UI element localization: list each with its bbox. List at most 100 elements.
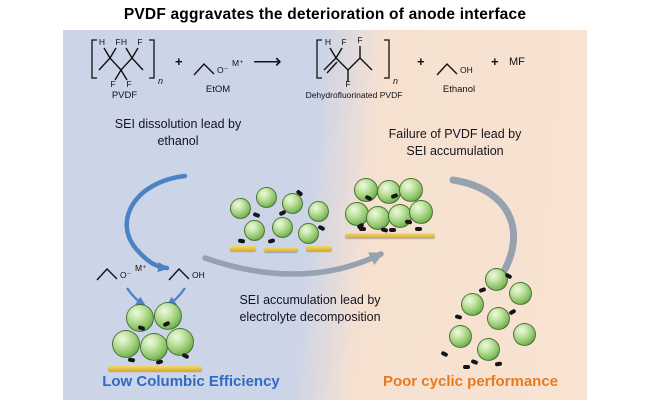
sei-debris: [380, 227, 389, 233]
green-particle: [112, 330, 140, 358]
green-particle: [140, 333, 168, 361]
title-bar: PVDF aggravates the deterioration of ano…: [0, 0, 650, 30]
atom-label: F: [137, 37, 142, 47]
dhf-pvdf-block: H F F F n Dehydrofluorinated PVDF: [295, 32, 413, 100]
etom-label: EtOM: [205, 84, 231, 95]
caption-line: ethanol: [157, 133, 199, 148]
reaction-scheme: H F H F F F n PVDF + O⁻ M⁺ EtOM: [63, 30, 587, 110]
green-particle: [272, 217, 293, 238]
sei-debris: [155, 359, 164, 365]
sei-debris: [470, 358, 479, 366]
gray-right-arrow: [449, 176, 517, 286]
pvdf-structure: H F H F F F n: [91, 37, 163, 88]
green-particle: [399, 178, 423, 202]
etom-structure: O⁻ M⁺: [193, 58, 244, 76]
atom-label: F: [115, 37, 120, 47]
green-particle: [388, 204, 412, 228]
green-particle: [509, 282, 532, 305]
etom-bonds: [193, 62, 215, 76]
substrate: [306, 246, 332, 251]
sei-debris: [127, 357, 136, 363]
green-particle: [449, 325, 472, 348]
particle-cluster-dissolving: [230, 180, 340, 252]
green-particle: [377, 180, 401, 204]
caption-sei-accumulation: SEI accumulation lead by electrolyte dec…: [215, 292, 405, 326]
atom-label: F: [110, 79, 115, 88]
etom-block: O⁻ M⁺ EtOM: [189, 46, 247, 95]
particle-cluster-anode: [108, 294, 204, 376]
sei-debris: [359, 227, 366, 231]
atom-label: F: [341, 37, 346, 47]
sei-debris: [494, 361, 503, 367]
particle-cluster-degraded: [435, 268, 553, 372]
green-particle: [487, 307, 510, 330]
dhf-pvdf-label: Dehydrofluorinated PVDF: [305, 90, 403, 100]
pvdf-block: H F H F F F n PVDF: [77, 32, 172, 101]
sei-debris: [267, 238, 276, 244]
green-particle: [154, 302, 182, 330]
ethanol-bonds: [168, 267, 190, 281]
atom-label: O⁻: [217, 65, 229, 75]
caption-pvdf-failure: Failure of PVDF lead by SEI accumulation: [365, 126, 545, 160]
ethanol-label: Ethanol: [442, 84, 476, 95]
plus-sign: +: [491, 54, 499, 69]
green-particle: [485, 268, 508, 291]
atom-label: F: [357, 35, 362, 45]
dehydrofluorinated-pvdf-structure: H F F F n: [315, 35, 398, 88]
caption-line: SEI dissolution lead by: [114, 117, 242, 131]
poor-cyclic-performance-label: Poor cyclic performance: [382, 373, 559, 390]
sei-debris: [237, 238, 246, 244]
atom-label: M⁺: [135, 263, 147, 273]
sei-debris: [389, 228, 396, 232]
green-particle: [230, 198, 251, 219]
gray-swoosh-arrow: [202, 251, 384, 277]
substrate: [345, 233, 435, 238]
green-particle: [409, 200, 433, 224]
green-particle: [345, 202, 369, 226]
mf-label: MF: [509, 56, 525, 68]
caption-line: SEI accumulation lead by: [239, 293, 381, 307]
sei-debris: [478, 286, 487, 294]
sei-debris: [252, 211, 261, 219]
reaction-arrow: ⟶: [253, 51, 282, 73]
green-particle: [366, 206, 390, 230]
atom-label: H: [99, 37, 105, 47]
repeat-unit-n: n: [158, 76, 163, 86]
green-particle: [298, 223, 319, 244]
pvdf-label: PVDF: [111, 90, 138, 101]
caption-line: Failure of PVDF lead by: [388, 127, 522, 141]
dhf-bonds: [315, 39, 390, 82]
green-particle: [461, 293, 484, 316]
repeat-unit-n: n: [393, 76, 398, 86]
low-coulombic-efficiency-label: Low Columbic Efficiency: [102, 373, 280, 390]
ethanol-structure: OH: [435, 62, 473, 76]
atom-label: M⁺: [232, 58, 244, 68]
page-title: PVDF aggravates the deterioration of ano…: [123, 6, 527, 23]
atom-label: H: [121, 37, 127, 47]
substrate: [108, 366, 202, 371]
sei-debris: [278, 209, 287, 217]
ethoxide-bonds: [96, 267, 118, 281]
green-particle: [244, 220, 265, 241]
pvdf-bonds: [91, 39, 155, 81]
green-particle: [166, 328, 194, 356]
caption-line: SEI accumulation: [406, 143, 504, 158]
atom-label: OH: [460, 65, 473, 75]
sei-debris: [454, 314, 463, 320]
ethanol-structure-bottom: OH: [168, 267, 205, 281]
green-particle: [308, 201, 329, 222]
sei-debris: [440, 350, 449, 358]
sei-debris: [508, 308, 517, 316]
atom-label: OH: [192, 270, 205, 280]
sei-debris: [181, 352, 190, 360]
caption-line: electrolyte decomposition: [239, 309, 381, 324]
substrate: [230, 246, 256, 251]
sei-debris: [415, 227, 422, 231]
green-particle: [282, 193, 303, 214]
ethoxide-structure: O⁻ M⁺: [96, 263, 147, 281]
atom-label: F: [126, 79, 131, 88]
caption-sei-dissolution: SEI dissolution lead by ethanol: [93, 116, 263, 150]
ethanol-block: OH Ethanol: [431, 46, 487, 95]
